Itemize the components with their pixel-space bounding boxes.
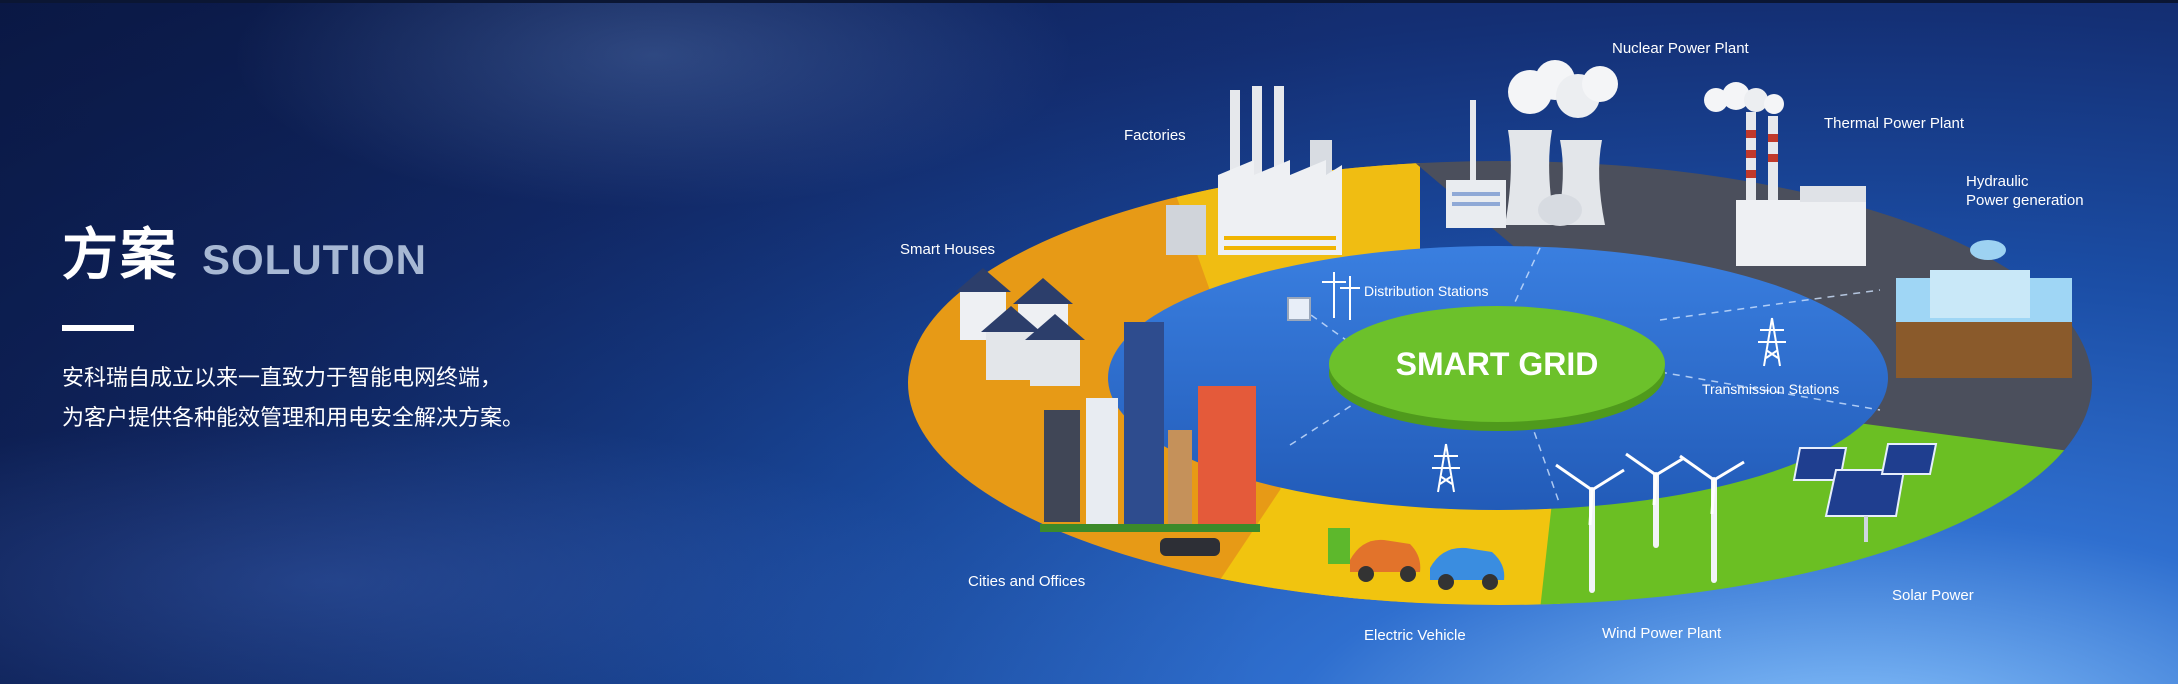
label-smart-houses: Smart Houses — [900, 241, 995, 258]
wind-turbine-blades — [1555, 452, 1745, 526]
label-hydraulic-2: Power generation — [1966, 192, 2084, 209]
smart-grid-center — [1329, 306, 1665, 422]
distribution-pole-icon — [1287, 272, 1360, 321]
electric-vehicle-icon — [1328, 528, 1505, 590]
title-underline — [62, 325, 134, 331]
label-distribution: Distribution Stations — [1364, 283, 1489, 299]
label-factories: Factories — [1124, 127, 1186, 144]
thermal-plant-icon — [1704, 82, 1866, 266]
hydraulic-plant-icon — [1896, 240, 2072, 378]
smart-house-icon — [955, 268, 1085, 386]
smart-grid-label: SMART GRID — [1396, 346, 1599, 382]
label-solar: Solar Power — [1892, 587, 1974, 604]
hero-text-block: 方案 SOLUTION 安科瑞自成立以来一直致力于智能电网终端， 为客户提供各种… — [62, 210, 524, 439]
description-line-2: 为客户提供各种能效管理和用电安全解决方案。 — [62, 406, 525, 431]
pylon-icon — [1432, 443, 1460, 493]
city-buildings-icon — [1040, 322, 1260, 556]
description-line-1: 安科瑞自成立以来一直致力于智能电网终端， — [62, 366, 503, 391]
label-thermal: Thermal Power Plant — [1824, 115, 1965, 132]
label-wind: Wind Power Plant — [1602, 625, 1722, 642]
top-divider — [0, 0, 2178, 3]
label-nuclear: Nuclear Power Plant — [1612, 40, 1750, 57]
label-ev: Electric Vehicle — [1364, 627, 1466, 644]
transmission-tower-icon — [1758, 317, 1786, 367]
label-transmission: Transmission Stations — [1702, 381, 1839, 397]
page-title-en: SOLUTION — [202, 236, 427, 283]
factory-icon — [1166, 86, 1342, 255]
label-hydraulic-1: Hydraulic — [1966, 173, 2029, 190]
description: 安科瑞自成立以来一直致力于智能电网终端， 为客户提供各种能效管理和用电安全解决方… — [62, 359, 524, 439]
page-title-cn: 方案 — [62, 223, 178, 288]
solar-panel-icon — [1792, 443, 1938, 542]
nuclear-plant-icon — [1446, 60, 1618, 228]
label-cities: Cities and Offices — [968, 573, 1085, 590]
title-row: 方案 SOLUTION — [62, 210, 524, 291]
